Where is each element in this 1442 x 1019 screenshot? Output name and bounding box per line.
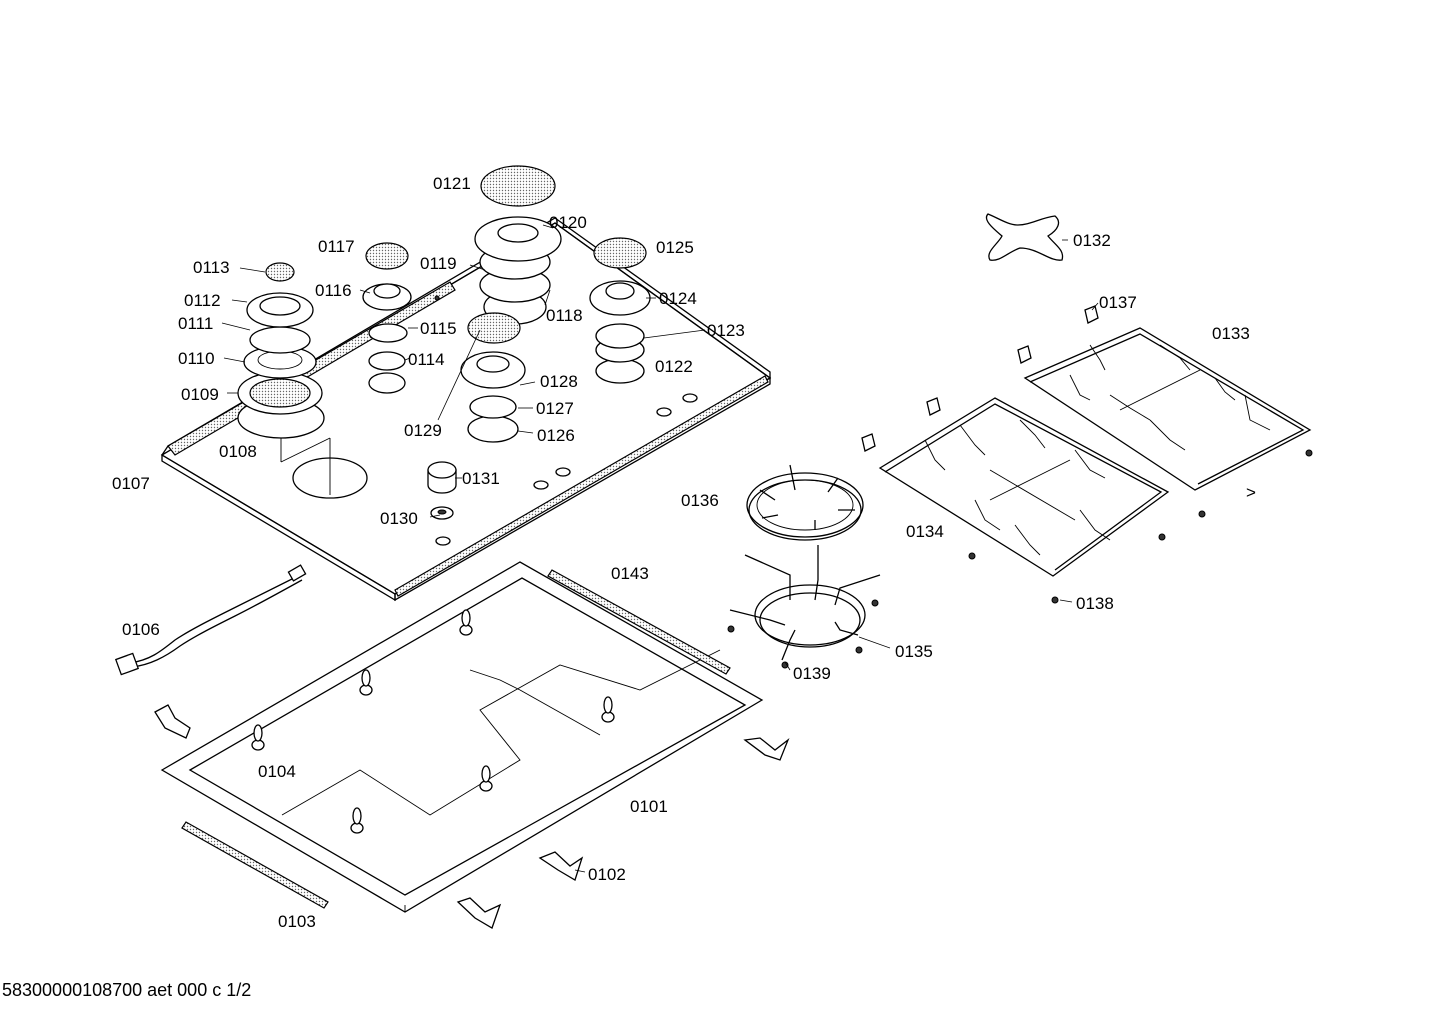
label-0106: 0106 (122, 620, 160, 639)
grate-right (1023, 327, 1312, 491)
label-0121: 0121 (433, 174, 471, 193)
label-0116: 0116 (315, 281, 352, 300)
label-0128: 0128 (540, 372, 578, 391)
label-0120: 0120 (549, 213, 587, 232)
label-0114: 0114 (408, 350, 445, 369)
left-burner-stack (237, 262, 325, 439)
leader-lines (221, 224, 1099, 873)
label-0104: 0104 (258, 762, 296, 781)
label-0130: 0130 (380, 509, 418, 528)
label-0124: 0124 (659, 289, 697, 308)
label-0108: 0108 (219, 442, 257, 461)
label-0110: 0110 (178, 349, 215, 368)
bottom-pan (160, 561, 764, 913)
orientation-mark: > (1246, 483, 1256, 502)
burner-0120 (474, 165, 562, 325)
label-0136: 0136 (681, 491, 719, 510)
label-0138: 0138 (1076, 594, 1114, 613)
label-0139: 0139 (793, 664, 831, 683)
label-0131: 0131 (462, 469, 500, 488)
label-0115: 0115 (420, 319, 457, 338)
label-0133: 0133 (1212, 324, 1250, 343)
control-knob (427, 461, 457, 520)
label-0127: 0127 (536, 399, 574, 418)
power-cord (114, 564, 307, 676)
label-0123: 0123 (707, 321, 745, 340)
label-0112: 0112 (184, 291, 221, 310)
mounting-brackets (154, 704, 790, 929)
burner-0124 (589, 237, 651, 384)
label-0118: 0118 (546, 306, 583, 325)
label-0117: 0117 (318, 237, 355, 256)
burner-0116 (362, 242, 412, 394)
label-0134: 0134 (906, 522, 944, 541)
part-labels: 0101 0102 0103 0104 0106 0107 0108 0109 … (112, 174, 1250, 931)
label-0126: 0126 (537, 426, 575, 445)
label-0119: 0119 (420, 254, 457, 273)
label-0135: 0135 (895, 642, 933, 661)
document-id: 58300000108700 aet 000 c 1/2 (2, 980, 252, 1000)
label-0143: 0143 (611, 564, 649, 583)
label-0122: 0122 (655, 357, 693, 376)
label-0125: 0125 (656, 238, 694, 257)
label-0107: 0107 (112, 474, 150, 493)
label-0102: 0102 (588, 865, 626, 884)
rubber-feet (727, 449, 1313, 669)
label-0132: 0132 (1073, 231, 1111, 250)
wok-ring (746, 464, 864, 541)
label-0101: 0101 (630, 797, 668, 816)
label-0129: 0129 (404, 421, 442, 440)
label-0137: 0137 (1099, 293, 1137, 312)
seal-strips (181, 569, 731, 909)
pan-support (985, 213, 1064, 261)
grate-clips (861, 305, 1099, 452)
label-0111: 0111 (178, 314, 213, 333)
label-0109: 0109 (181, 385, 219, 404)
label-0103: 0103 (278, 912, 316, 931)
burner-0128 (460, 312, 526, 443)
wok-grate (729, 545, 881, 661)
grate-left (878, 397, 1170, 577)
label-0113: 0113 (193, 258, 230, 277)
